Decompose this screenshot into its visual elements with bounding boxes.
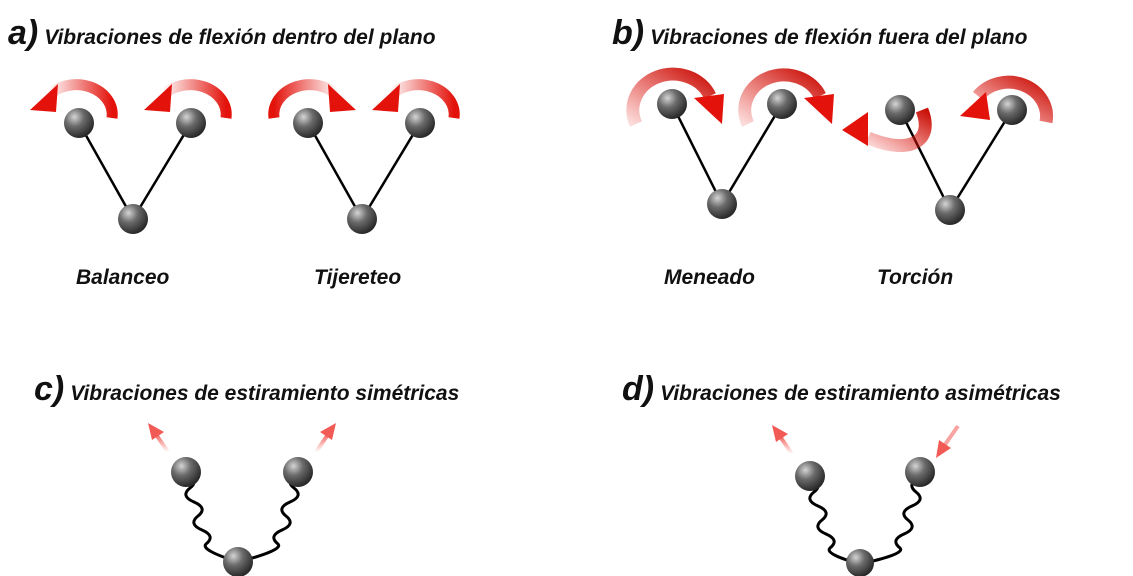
atom	[767, 89, 797, 119]
atom	[347, 204, 377, 234]
atom	[935, 195, 965, 225]
atom	[223, 547, 253, 576]
atom	[997, 95, 1027, 125]
arrow-head	[694, 94, 724, 124]
bond	[360, 122, 422, 220]
atom	[405, 108, 435, 138]
atom	[846, 549, 874, 576]
atom	[905, 457, 935, 487]
molecule-wagging	[626, 67, 834, 219]
label-scissoring: Tijereteo	[314, 266, 402, 289]
spring-bond	[237, 472, 300, 564]
atom	[64, 108, 94, 138]
panel-a-letter: a)	[8, 14, 39, 52]
panel-b-letter: b)	[612, 14, 645, 52]
arrow-head	[30, 84, 58, 112]
arrow-head	[320, 423, 336, 440]
arrow-head	[936, 440, 951, 458]
bond	[720, 103, 784, 205]
spring-bond	[808, 476, 861, 566]
bond	[77, 122, 135, 220]
arrow-head	[328, 84, 356, 112]
arrow-twist-icon	[865, 107, 932, 153]
molecule-twisting	[842, 75, 1054, 225]
panel-c-text: Vibraciones de estiramiento simétricas	[70, 382, 460, 405]
arrow-head	[148, 423, 164, 440]
molecule-rocking	[30, 79, 232, 234]
arrow-right-icon	[626, 67, 716, 127]
panel-c-title: c)Vibraciones de estiramiento simétricas	[34, 370, 459, 409]
bond	[131, 122, 193, 220]
atom	[707, 189, 737, 219]
panel-b-title: b)Vibraciones de flexión fuera del plano	[612, 14, 1027, 53]
arrow-head	[144, 84, 172, 112]
atom	[118, 204, 148, 234]
panel-a-text: Vibraciones de flexión dentro del plano	[44, 26, 436, 49]
panel-d-letter: d)	[622, 370, 655, 408]
atom	[293, 108, 323, 138]
spring-bond	[184, 472, 239, 564]
arrow-left-icon	[972, 75, 1054, 124]
bond	[670, 103, 724, 205]
arrow-right-icon	[738, 68, 826, 127]
atom	[283, 457, 313, 487]
molecule-asymmetric-stretch	[772, 424, 960, 576]
atom	[171, 457, 201, 487]
panel-d-text: Vibraciones de estiramiento asimétricas	[660, 382, 1061, 405]
bond	[948, 109, 1014, 211]
arrow-head	[372, 84, 400, 112]
atom	[885, 95, 915, 125]
spring-bond	[859, 476, 922, 566]
panel-c-letter: c)	[34, 370, 65, 408]
arrow-head	[772, 425, 788, 442]
label-twisting: Torción	[877, 266, 954, 289]
panel-a-title: a)Vibraciones de flexión dentro del plan…	[8, 14, 436, 53]
bond	[306, 122, 364, 220]
arrow-head	[842, 112, 868, 146]
arrow-head	[804, 94, 834, 124]
molecule-scissoring	[268, 79, 460, 234]
atom	[176, 108, 206, 138]
bond	[898, 109, 952, 211]
panel-b-text: Vibraciones de flexión fuera del plano	[650, 26, 1028, 49]
atom	[657, 89, 687, 119]
label-rocking: Balanceo	[76, 266, 170, 289]
stretch-arrow-icon	[942, 424, 960, 448]
arrow-head	[960, 92, 990, 120]
atom	[795, 461, 825, 491]
panel-d-title: d)Vibraciones de estiramiento asimétrica…	[622, 370, 1061, 409]
label-wagging: Meneado	[664, 266, 756, 289]
molecule-symmetric-stretch	[148, 423, 336, 576]
